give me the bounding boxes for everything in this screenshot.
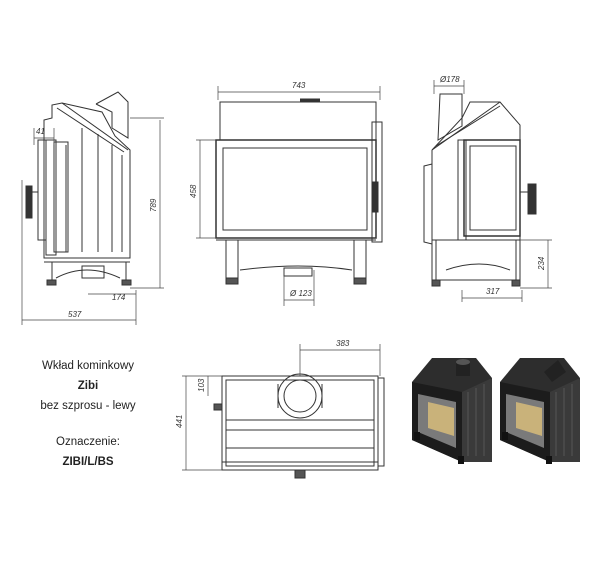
dim-top-small: 103 — [197, 378, 206, 392]
render-right — [500, 358, 580, 464]
dim-side-offset-top: 41 — [36, 127, 45, 136]
dim-right-height: 234 — [537, 256, 546, 271]
front-view — [215, 98, 383, 285]
dim-door-height: 458 — [189, 184, 198, 198]
dim-top-flue: Ø178 — [439, 75, 460, 84]
product-variant: bez szprosu - lewy — [40, 400, 136, 412]
dim-right-depth: 317 — [486, 287, 500, 296]
side-view-left — [25, 91, 132, 286]
dim-total-height: 789 — [149, 198, 158, 212]
product-type-label: Wkład kominkowy — [41, 360, 135, 372]
dimension-lines — [21, 80, 552, 471]
product-code: ZIBI/L/BS — [62, 456, 114, 468]
dim-side-offset-bottom: 174 — [112, 293, 126, 302]
render-left — [412, 358, 492, 464]
dim-bottom-flue: Ø 123 — [289, 289, 312, 298]
dim-top-depth: 441 — [175, 415, 184, 428]
dim-top-offset: 383 — [336, 339, 350, 348]
dim-side-depth: 537 — [68, 310, 82, 319]
code-label: Oznaczenie: — [56, 436, 120, 448]
side-view-right — [423, 93, 537, 287]
product-name: Zibi — [77, 380, 99, 392]
dim-front-width: 743 — [292, 81, 306, 90]
top-view — [213, 373, 385, 479]
